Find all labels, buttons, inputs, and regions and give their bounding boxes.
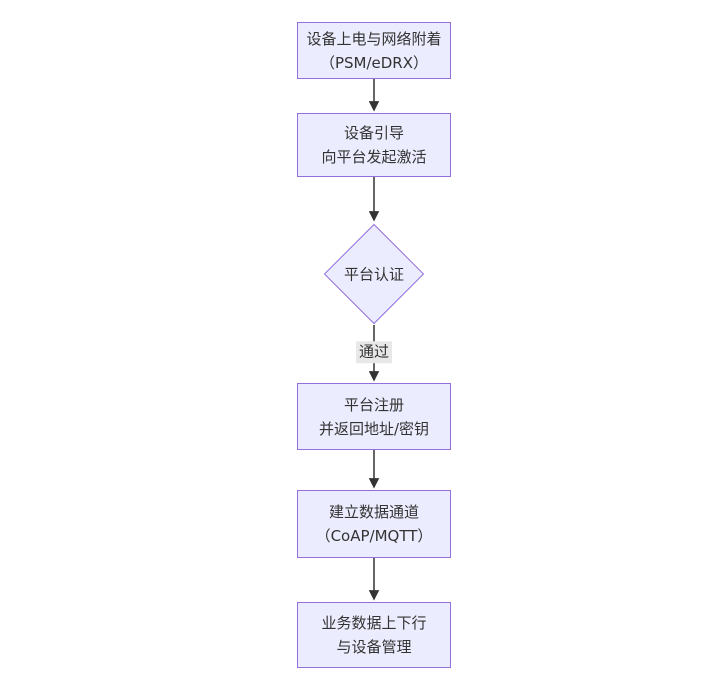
edge-label-pass: 通过 — [355, 341, 393, 363]
node-line: 设备引导 — [343, 124, 404, 142]
node-power-attach: 设备上电与网络附着 （PSM/eDRX） — [297, 22, 451, 79]
node-platform-auth: 平台认证 — [323, 223, 425, 325]
node-bootstrap: 设备引导 向平台发起激活 — [297, 113, 451, 177]
node-line: （PSM/eDRX） — [319, 53, 429, 72]
node-platform-register: 平台注册 并返回地址/密钥 — [297, 383, 451, 450]
node-line: 向平台发起激活 — [321, 148, 427, 166]
node-line: 与设备管理 — [336, 638, 412, 656]
node-line: 平台认证 — [343, 265, 405, 284]
node-business-data: 业务数据上下行 与设备管理 — [297, 602, 451, 668]
node-line: 平台注册 — [343, 395, 404, 414]
node-line: 并返回地址/密钥 — [318, 419, 430, 438]
node-data-channel: 建立数据通道 （CoAP/MQTT） — [297, 490, 451, 558]
node-line: 业务数据上下行 — [321, 614, 427, 632]
node-line: 设备上电与网络附着 — [306, 29, 442, 48]
node-line: （CoAP/MQTT） — [315, 527, 433, 545]
node-line: 建立数据通道 — [328, 503, 419, 521]
